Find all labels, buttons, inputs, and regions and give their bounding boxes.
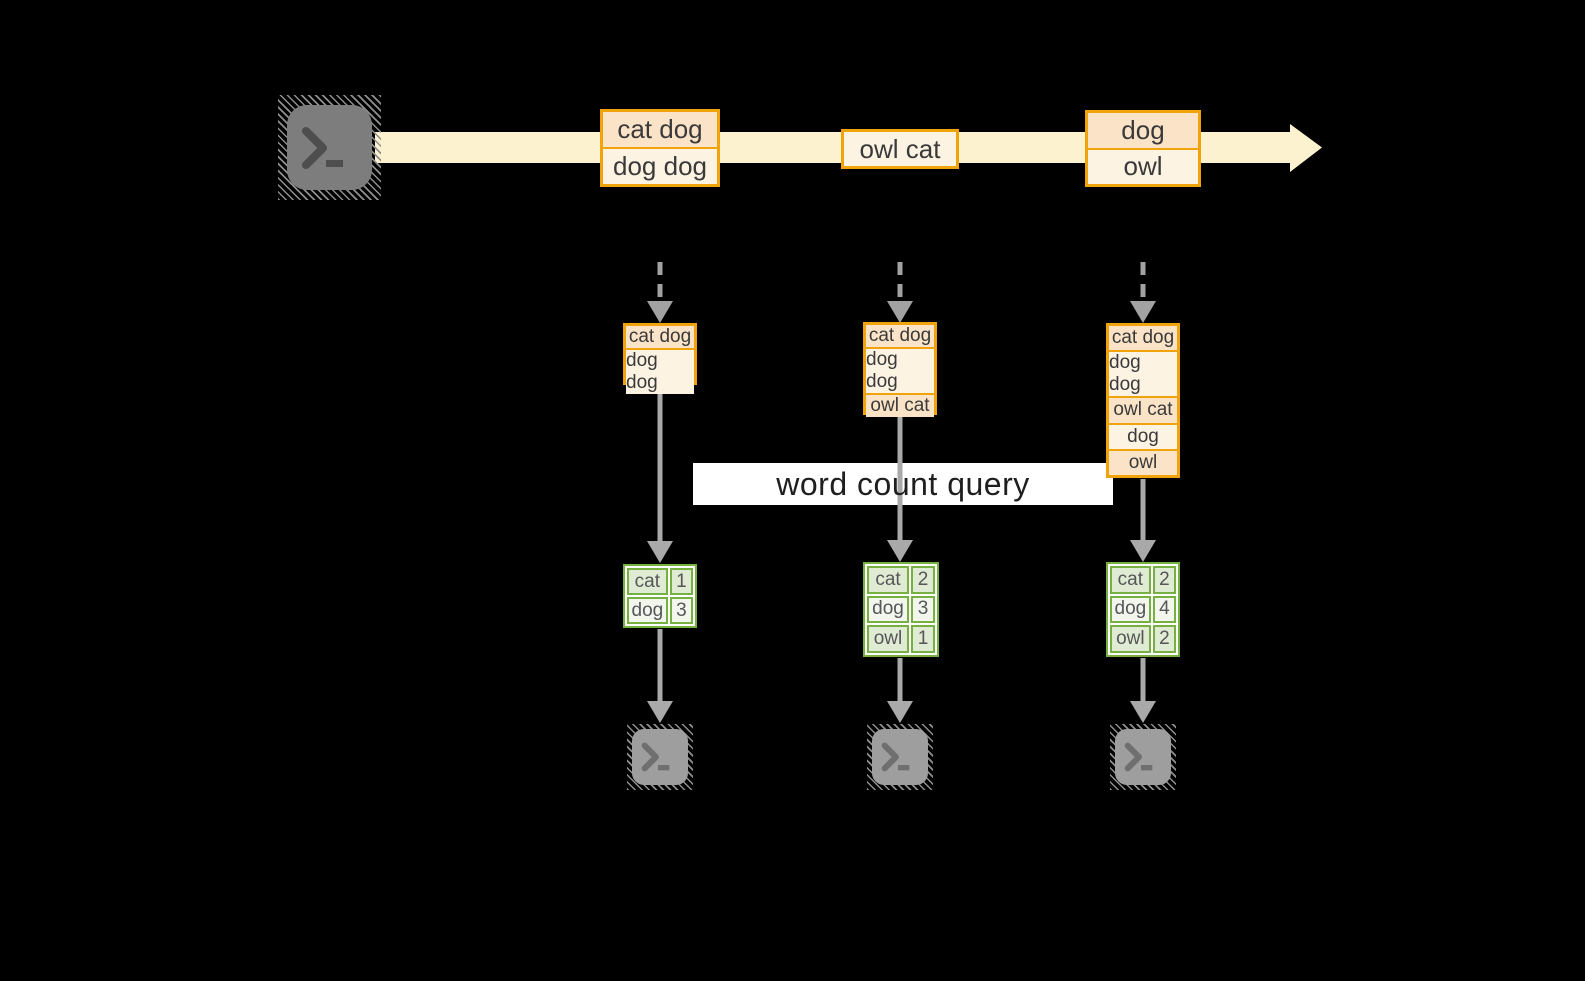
count-value: 1 — [669, 568, 693, 595]
count-table-1: cat 1 dog 3 — [623, 564, 697, 628]
state-row: owl cat — [866, 393, 934, 417]
stream-arrowhead-icon — [1290, 124, 1322, 172]
count-word: owl — [1110, 625, 1151, 653]
arrowhead-count-middle-icon — [887, 540, 913, 562]
batch-row: dog — [1088, 113, 1198, 148]
state-row: cat dog — [1109, 326, 1177, 351]
state-row: dog — [1109, 422, 1177, 449]
arrowhead-count-left-icon — [647, 541, 673, 563]
state-box-3: cat dog dog dog owl cat dog owl — [1106, 323, 1180, 478]
arrowhead-sink-middle-icon — [887, 701, 913, 723]
count-word: cat — [867, 566, 909, 594]
dashed-arrowhead-middle-icon — [887, 301, 913, 323]
state-row: owl — [1109, 448, 1177, 475]
count-word: cat — [627, 568, 668, 595]
query-band — [693, 463, 1113, 505]
state-box-2: cat dog dog dog owl cat — [863, 322, 937, 417]
query-label: word count query — [776, 465, 1030, 502]
terminal-prompt-icon — [287, 105, 372, 190]
count-value: 3 — [911, 595, 935, 624]
batch-row: dog dog — [603, 147, 717, 184]
dashed-arrowhead-right-icon — [1130, 301, 1156, 323]
state-row: dog dog — [866, 347, 934, 393]
state-row: dog dog — [626, 348, 694, 394]
count-value: 2 — [911, 566, 935, 594]
state-row: cat dog — [866, 325, 934, 347]
state-box-1: cat dog dog dog — [623, 323, 697, 394]
count-value: 1 — [911, 625, 935, 653]
state-row: dog dog — [1109, 350, 1177, 397]
terminal-prompt-icon — [632, 729, 688, 785]
count-table-3: cat 2 dog 4 owl 2 — [1106, 562, 1180, 657]
count-word: owl — [867, 625, 909, 653]
stream-batch-2: owl cat — [841, 129, 959, 169]
source-terminal — [278, 95, 381, 200]
state-row: cat dog — [626, 326, 694, 348]
count-word: dog — [627, 597, 668, 624]
arrowhead-sink-right-icon — [1130, 701, 1156, 723]
count-word: cat — [1110, 566, 1151, 594]
sink-terminal-2 — [867, 724, 933, 790]
arrowhead-sink-left-icon — [647, 701, 673, 723]
count-table-2: cat 2 dog 3 owl 1 — [863, 562, 939, 657]
state-row: owl cat — [1109, 396, 1177, 423]
terminal-prompt-icon — [872, 729, 928, 785]
count-value: 4 — [1152, 595, 1176, 624]
count-value: 2 — [1152, 566, 1176, 594]
dashed-arrowhead-left-icon — [647, 301, 673, 323]
batch-row: owl cat — [844, 132, 956, 166]
count-word: dog — [867, 595, 909, 624]
sink-terminal-1 — [627, 724, 693, 790]
count-value: 2 — [1152, 625, 1176, 653]
count-value: 3 — [669, 597, 693, 624]
sink-terminal-3 — [1110, 724, 1176, 790]
batch-row: owl — [1088, 147, 1198, 184]
count-word: dog — [1110, 595, 1151, 624]
terminal-prompt-icon — [1115, 729, 1171, 785]
arrowhead-count-right-icon — [1130, 540, 1156, 562]
stream-batch-3: dog owl — [1085, 110, 1201, 187]
batch-row: cat dog — [603, 112, 717, 147]
stream-batch-1: cat dog dog dog — [600, 109, 720, 187]
